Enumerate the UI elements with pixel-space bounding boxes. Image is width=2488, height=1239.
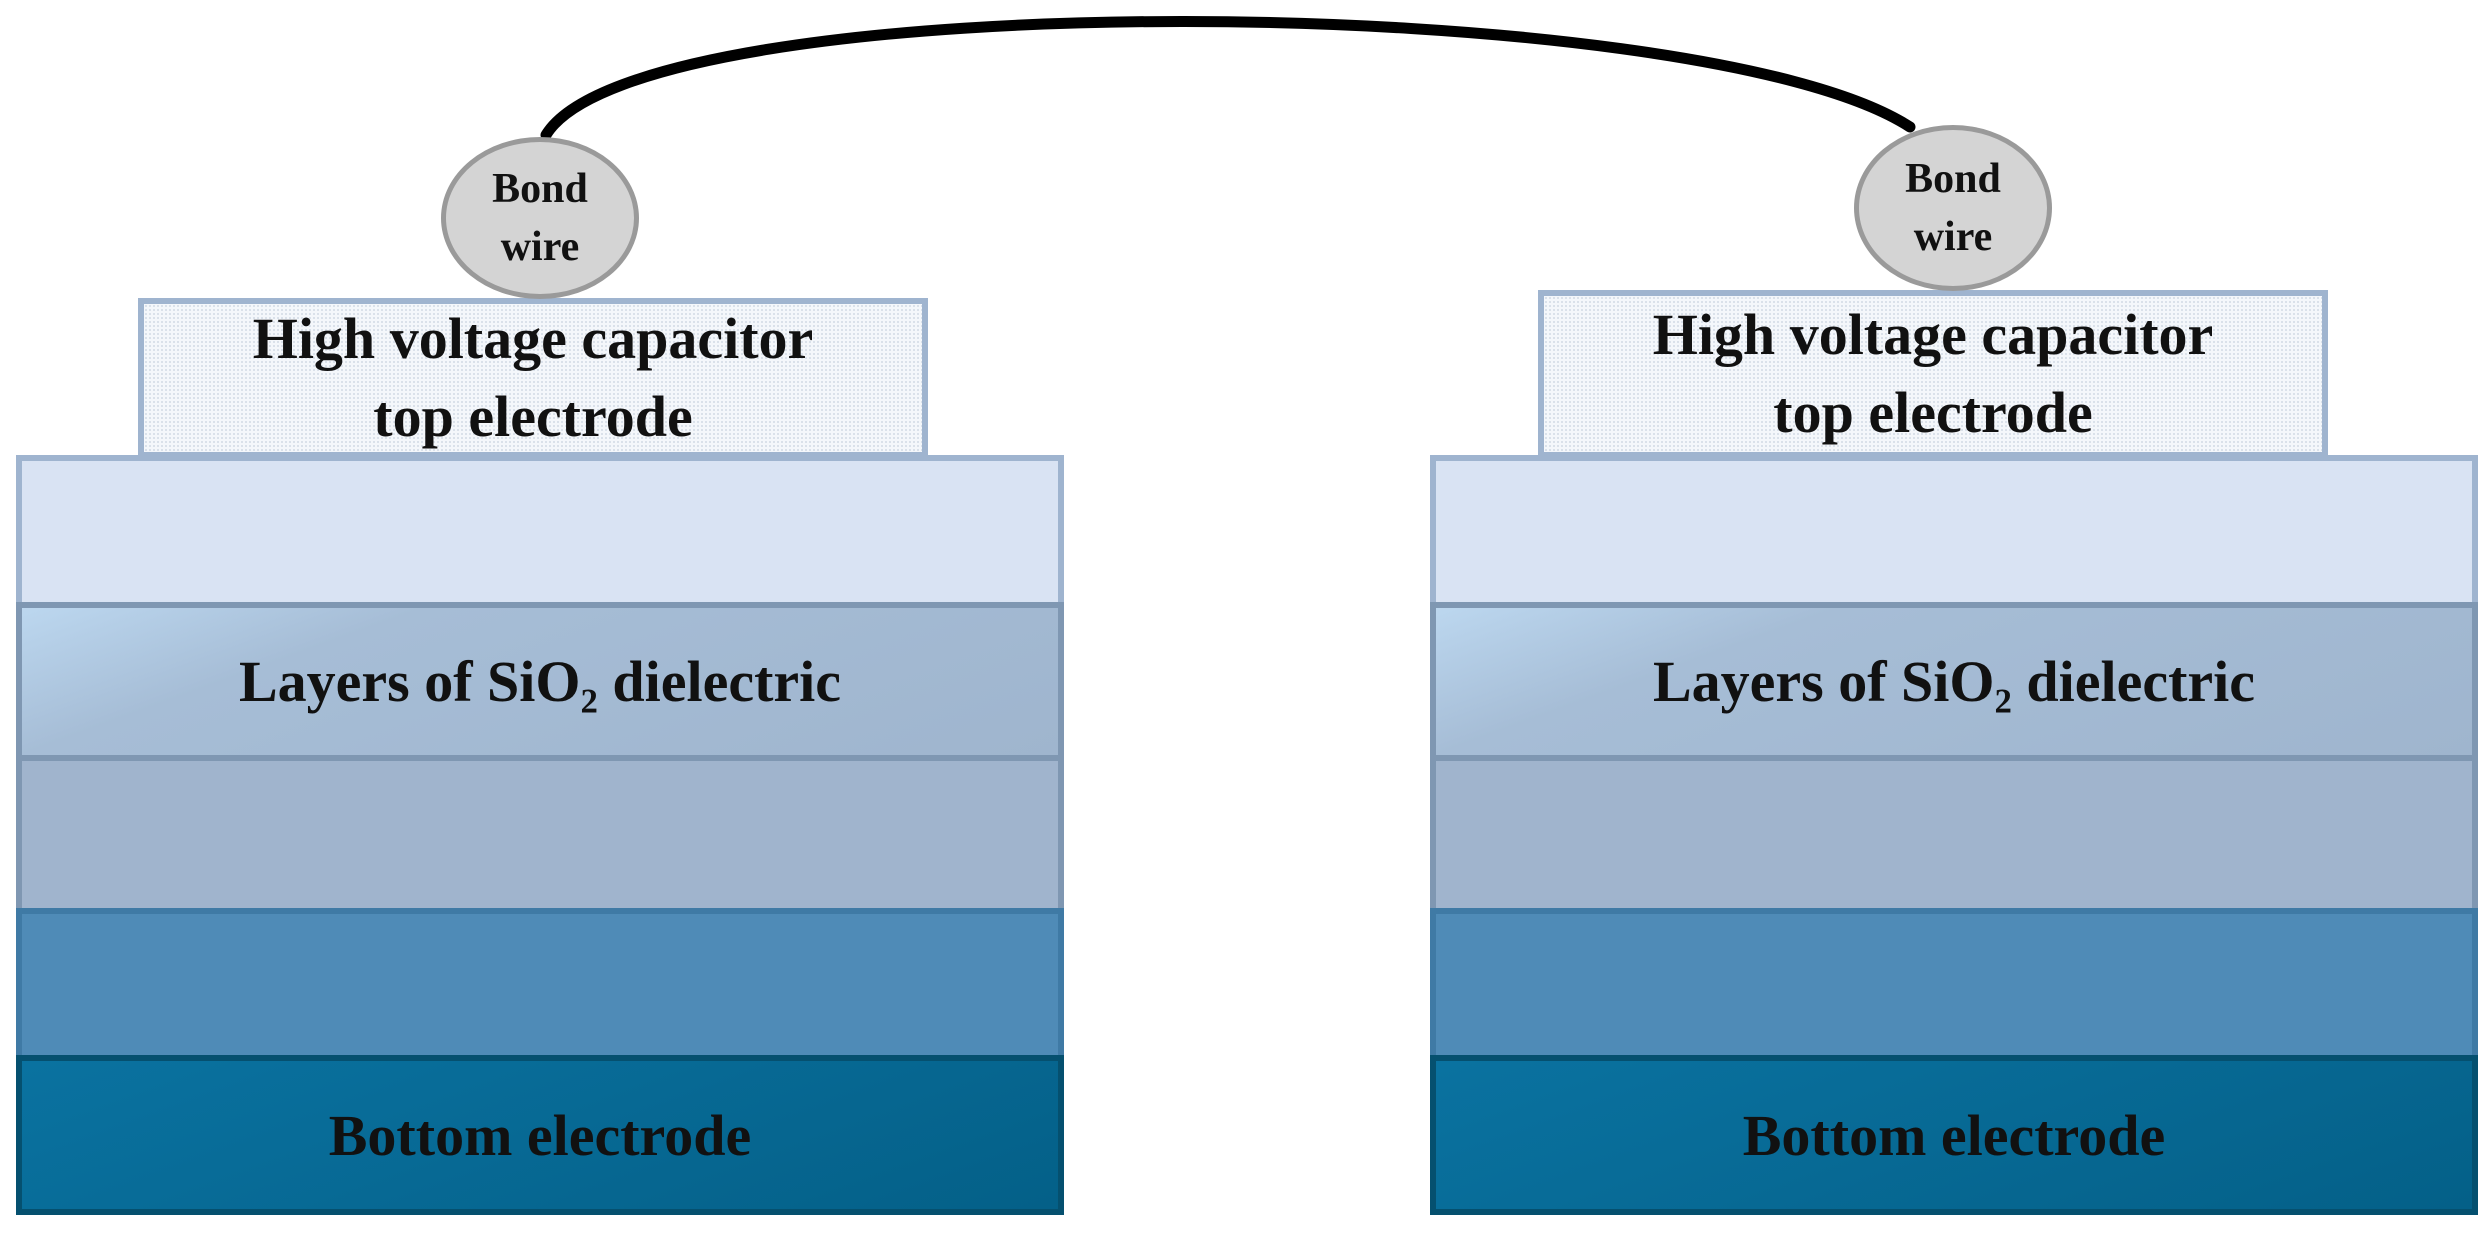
dielectric-label: Layers of SiO₂ dielectric: [238, 649, 842, 714]
top-electrode-right: High voltage capacitor top electrode: [1538, 290, 2328, 458]
wire-arc: [540, 16, 1916, 141]
top-electrode-left: High voltage capacitor top electrode: [138, 298, 928, 458]
dielectric-layer-labeled: Layers of SiO₂ dielectric: [16, 602, 1064, 761]
dielectric-layer-bottom: [1430, 908, 2478, 1061]
bottom-electrode-label: Bottom electrode: [1742, 1102, 2166, 1168]
top-electrode-label: High voltage capacitor top electrode: [252, 306, 814, 449]
bond-wire-ball-left: Bond wire: [441, 137, 639, 299]
dielectric-layer-bottom: [16, 908, 1064, 1061]
bottom-electrode: Bottom electrode: [16, 1055, 1064, 1215]
dielectric-layer-lower: [16, 755, 1064, 914]
dielectric-layer-top: [16, 455, 1064, 608]
left-capacitor-stack: Layers of SiO₂ dielectric Bottom electro…: [16, 455, 1064, 1215]
bottom-electrode-label: Bottom electrode: [328, 1102, 752, 1168]
right-capacitor-stack: Layers of SiO₂ dielectric Bottom electro…: [1430, 455, 2478, 1215]
dielectric-layer-labeled: Layers of SiO₂ dielectric: [1430, 602, 2478, 761]
bond-wire-ball-right: Bond wire: [1854, 125, 2052, 291]
dielectric-label: Layers of SiO₂ dielectric: [1652, 649, 2256, 714]
bottom-electrode: Bottom electrode: [1430, 1055, 2478, 1215]
bond-wire-label: Bond wire: [492, 166, 588, 270]
dielectric-layer-lower: [1430, 755, 2478, 914]
dielectric-layer-top: [1430, 455, 2478, 608]
bond-wire-label: Bond wire: [1905, 156, 2001, 260]
top-electrode-label: High voltage capacitor top electrode: [1652, 302, 2214, 445]
